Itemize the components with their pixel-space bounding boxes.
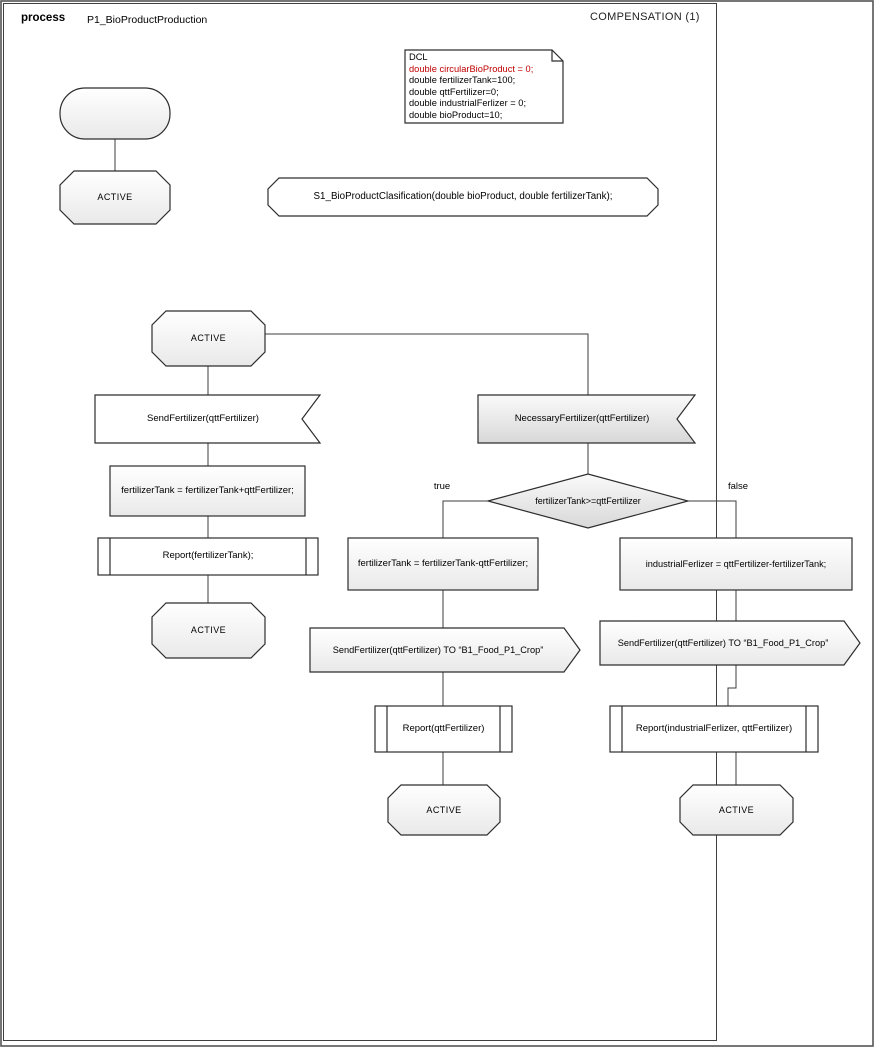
state-shape-active-5 [679,784,794,836]
task-industrial-ferlizer[interactable]: industrialFerlizer = qttFertilizer-ferti… [645,558,827,569]
output-send-to-crop-false[interactable]: SendFertilizer(qttFertilizer) TO “B1_Foo… [617,637,829,648]
output-shape-right [599,620,861,666]
input-necessary-fertilizer[interactable]: NecessaryFertilizer(qttFertilizer) [514,412,650,424]
task-shape-add [109,465,306,517]
dcl-line-fertilizer-tank: double fertilizerTank=100; [409,75,516,86]
task-shape-industrial [619,537,853,591]
task-fertilizer-add[interactable]: fertilizerTank = fertilizerTank+qttFerti… [121,484,294,496]
dcl-line-circular-bioproduct: double circularBioProduct = 0; [409,63,534,74]
procedure-call-s1[interactable]: S1_BioProductClasification(double bioPro… [313,191,613,203]
report-shape-tank [97,537,319,576]
start-shape [59,87,171,140]
state-active-1[interactable]: ACTIVE [97,192,133,203]
start-state[interactable] [60,88,170,139]
branch-label-true: true [433,480,451,492]
input-shape-send [94,394,322,444]
state-shape-active-4 [387,784,501,836]
connector-active-to-input-necessary [265,333,589,395]
dcl-line-qtt-fertilizer: double qttFertilizer=0; [409,86,499,97]
state-shape-active-2 [151,310,266,367]
state-shape-active-3 [151,602,266,659]
output-send-to-crop-true[interactable]: SendFertilizer(qttFertilizer) TO “B1_Foo… [332,644,544,655]
report-shape-qtt [374,705,513,753]
process-frame [3,3,717,1041]
connector-output-to-report-industrial [727,665,737,706]
input-send-fertilizer[interactable]: SendFertilizer(qttFertilizer) [147,412,259,424]
decision-shape [485,473,691,529]
process-name: P1_BioProductProduction [87,14,208,26]
output-shape-left [309,627,581,673]
connector-decision-false-branch [688,500,737,538]
state-active-2[interactable]: ACTIVE [190,333,227,344]
task-shape-sub [347,537,539,591]
page-title: COMPENSATION (1) [590,11,700,23]
report-qtt-fertilizer[interactable]: Report(qttFertilizer) [402,722,485,734]
dcl-note-shape [404,49,564,124]
report-fertilizer-tank[interactable]: Report(fertilizerTank); [162,550,254,562]
dcl-note-fold [551,50,563,62]
dcl-title: DCL [409,52,428,62]
branch-label-false: false [727,480,749,492]
task-fertilizer-sub[interactable]: fertilizerTank = fertilizerTank-qttFerti… [357,557,529,569]
state-active-5[interactable]: ACTIVE [718,804,755,815]
dcl-note[interactable]: DCL double circularBioProduct = 0; doubl… [409,52,561,122]
state-active-4[interactable]: ACTIVE [426,804,462,815]
dcl-line-bioproduct: double bioProduct=10; [409,109,503,120]
state-active-3[interactable]: ACTIVE [190,625,227,636]
input-shape-necessary [477,394,697,444]
report-shape-industrial [609,705,819,753]
decision-fertilizer-tank[interactable]: fertilizerTank>=qttFertilizer [535,495,641,506]
report-industrial-ferlizer[interactable]: Report(industrialFerlizer, qttFertilizer… [635,722,793,734]
process-kind-label: process [21,12,66,24]
dcl-line-industrial-ferlizer: double industrialFerlizer = 0; [409,98,527,109]
connector-decision-true-branch [442,500,488,538]
s1-call-shape [267,177,659,217]
state-shape-active-1 [59,170,171,225]
